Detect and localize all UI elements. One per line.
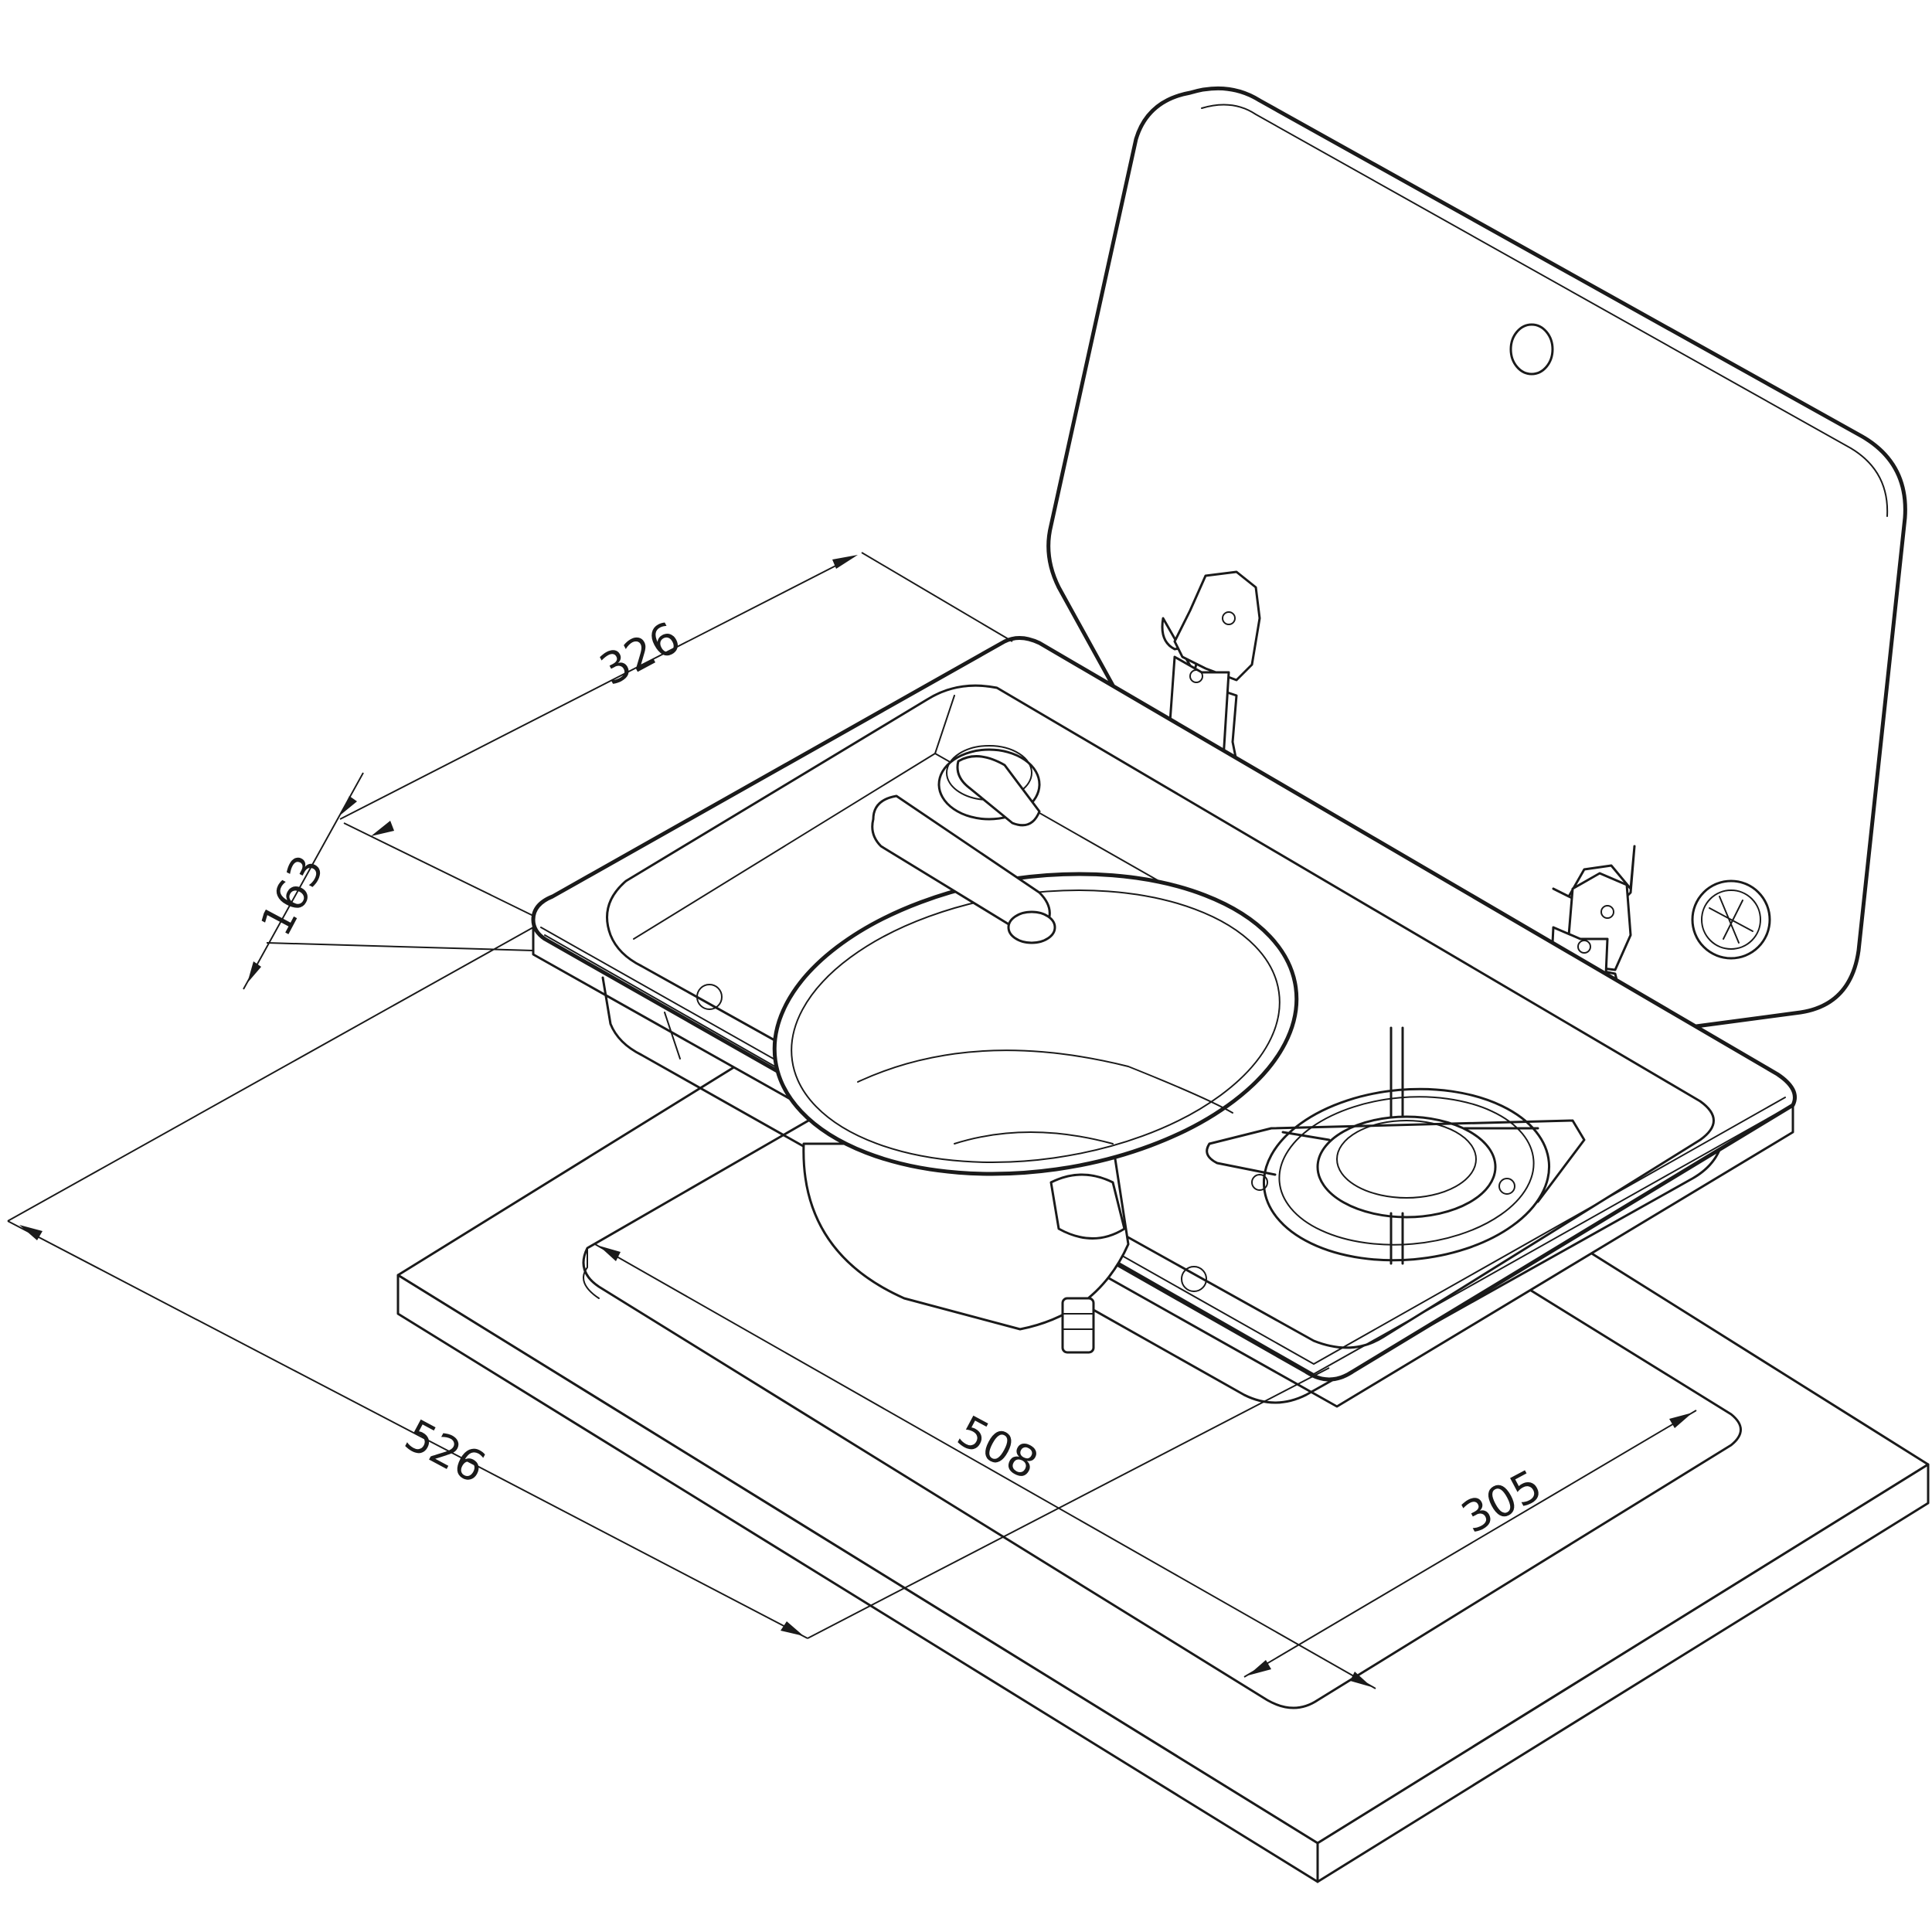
tray-inner xyxy=(606,684,1715,1349)
gas-burner-icon xyxy=(1206,1026,1586,1265)
sink-bowl xyxy=(772,872,1299,1354)
brand-logo-icon xyxy=(1691,879,1771,960)
dim-label-526: 526 xyxy=(396,1410,493,1494)
glass-lid xyxy=(1046,86,1907,1030)
dimension-lines xyxy=(7,552,1697,1689)
lid-hole xyxy=(1509,323,1554,376)
faucet-icon xyxy=(871,745,1056,944)
dim-label-163: 163 xyxy=(251,848,335,944)
lid-panel xyxy=(1046,86,1907,1030)
drain-fitting xyxy=(1049,1173,1126,1354)
countertop xyxy=(396,891,1930,1883)
